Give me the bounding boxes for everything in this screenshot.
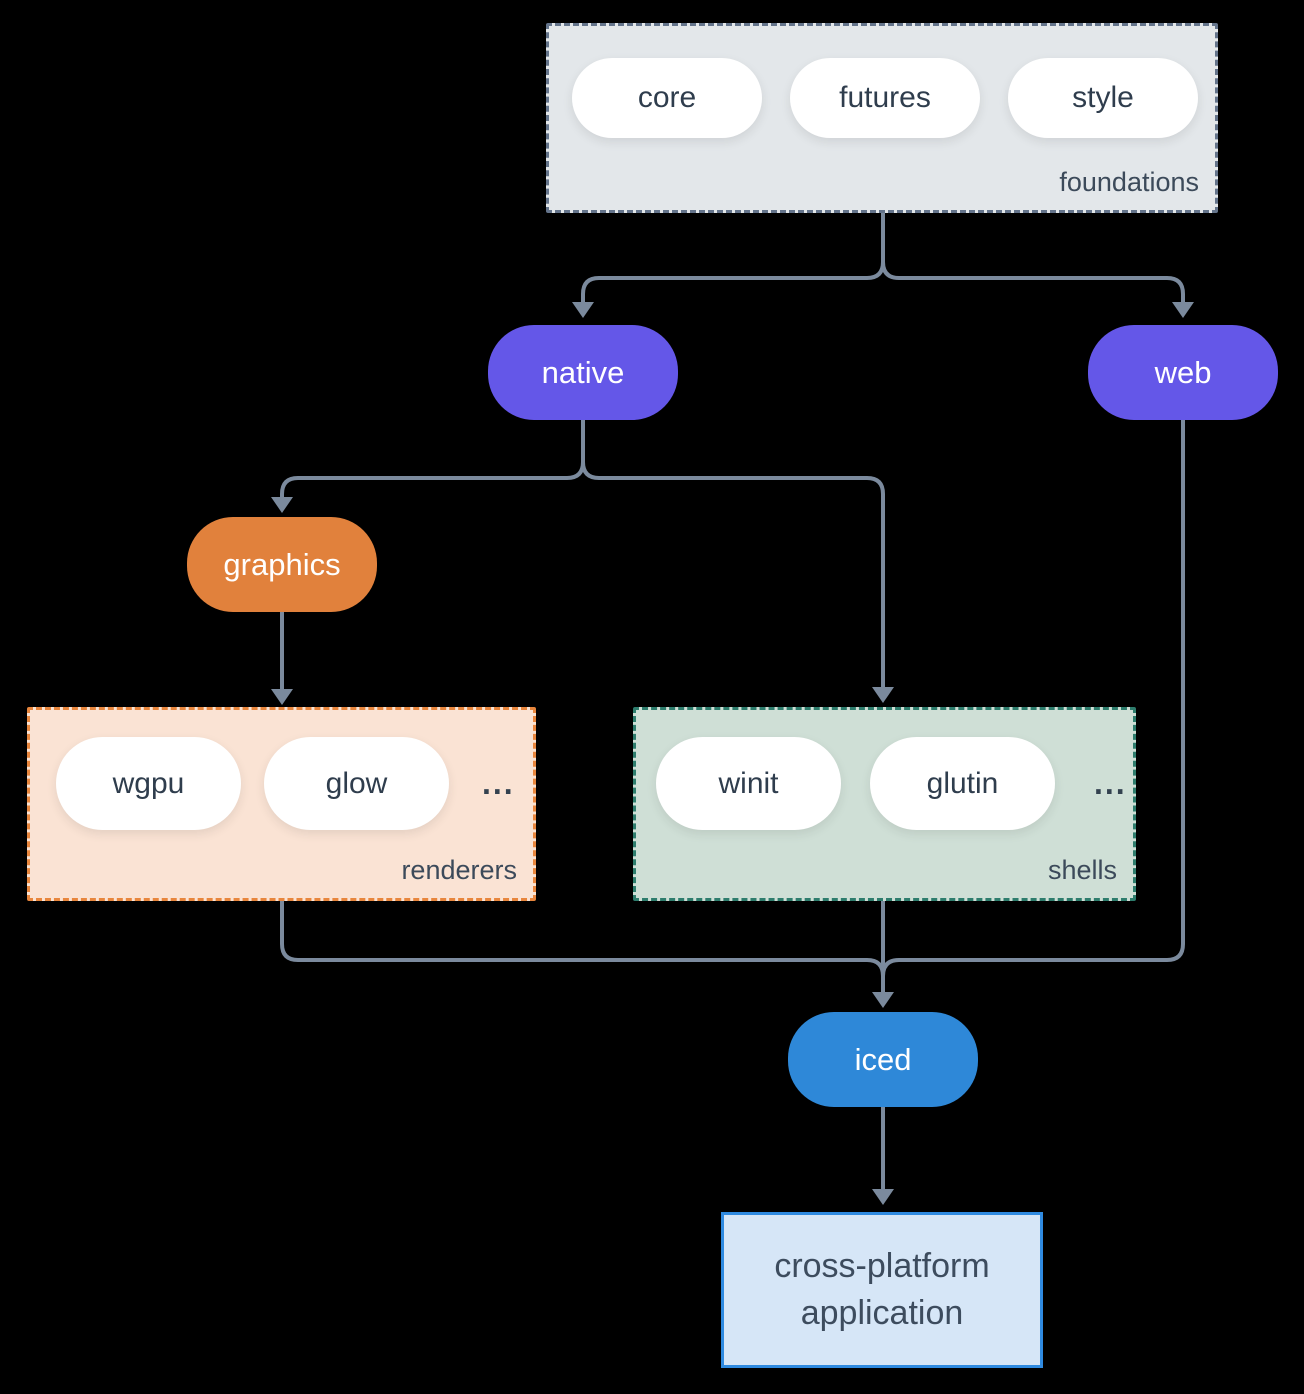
foundations-group: core futures style foundations xyxy=(546,23,1218,213)
edge-native-graphics xyxy=(280,420,585,497)
renderers-group: wgpu glow ... renderers xyxy=(27,707,536,901)
application-box: cross-platform application xyxy=(721,1212,1043,1368)
renderers-pill-row: wgpu glow ... xyxy=(30,710,533,830)
shells-ellipsis: ... xyxy=(1094,765,1127,801)
arrowhead-renderers xyxy=(271,689,293,705)
edge-renderers-iced xyxy=(280,901,885,977)
edge-foundations-web xyxy=(881,213,1185,302)
arrowhead-native xyxy=(572,302,594,318)
node-winit: winit xyxy=(656,737,841,830)
edge-native-shells xyxy=(581,420,885,687)
node-glow: glow xyxy=(264,737,449,830)
shells-group: winit glutin ... shells xyxy=(633,707,1136,901)
node-core: core xyxy=(572,58,762,138)
node-style: style xyxy=(1008,58,1198,138)
foundations-group-label: foundations xyxy=(1059,167,1199,197)
node-graphics: graphics xyxy=(187,517,377,612)
foundations-pill-row: core futures style xyxy=(549,26,1215,138)
arrowhead-application xyxy=(872,1189,894,1205)
node-native: native xyxy=(488,325,678,420)
application-box-label: cross-platform application xyxy=(774,1247,990,1332)
node-iced: iced xyxy=(788,1012,978,1107)
arrowhead-web xyxy=(1172,302,1194,318)
arrowhead-iced xyxy=(872,992,894,1008)
node-futures: futures xyxy=(790,58,980,138)
shells-group-label: shells xyxy=(1047,855,1117,885)
renderers-ellipsis: ... xyxy=(482,765,515,801)
node-wgpu: wgpu xyxy=(56,737,241,830)
node-glutin: glutin xyxy=(870,737,1055,830)
shells-pill-row: winit glutin ... xyxy=(636,710,1133,830)
arrowhead-graphics xyxy=(271,497,293,513)
renderers-group-label: renderers xyxy=(401,855,517,885)
arrowhead-shells xyxy=(872,687,894,703)
edge-foundations-native xyxy=(581,213,885,302)
node-web: web xyxy=(1088,325,1278,420)
